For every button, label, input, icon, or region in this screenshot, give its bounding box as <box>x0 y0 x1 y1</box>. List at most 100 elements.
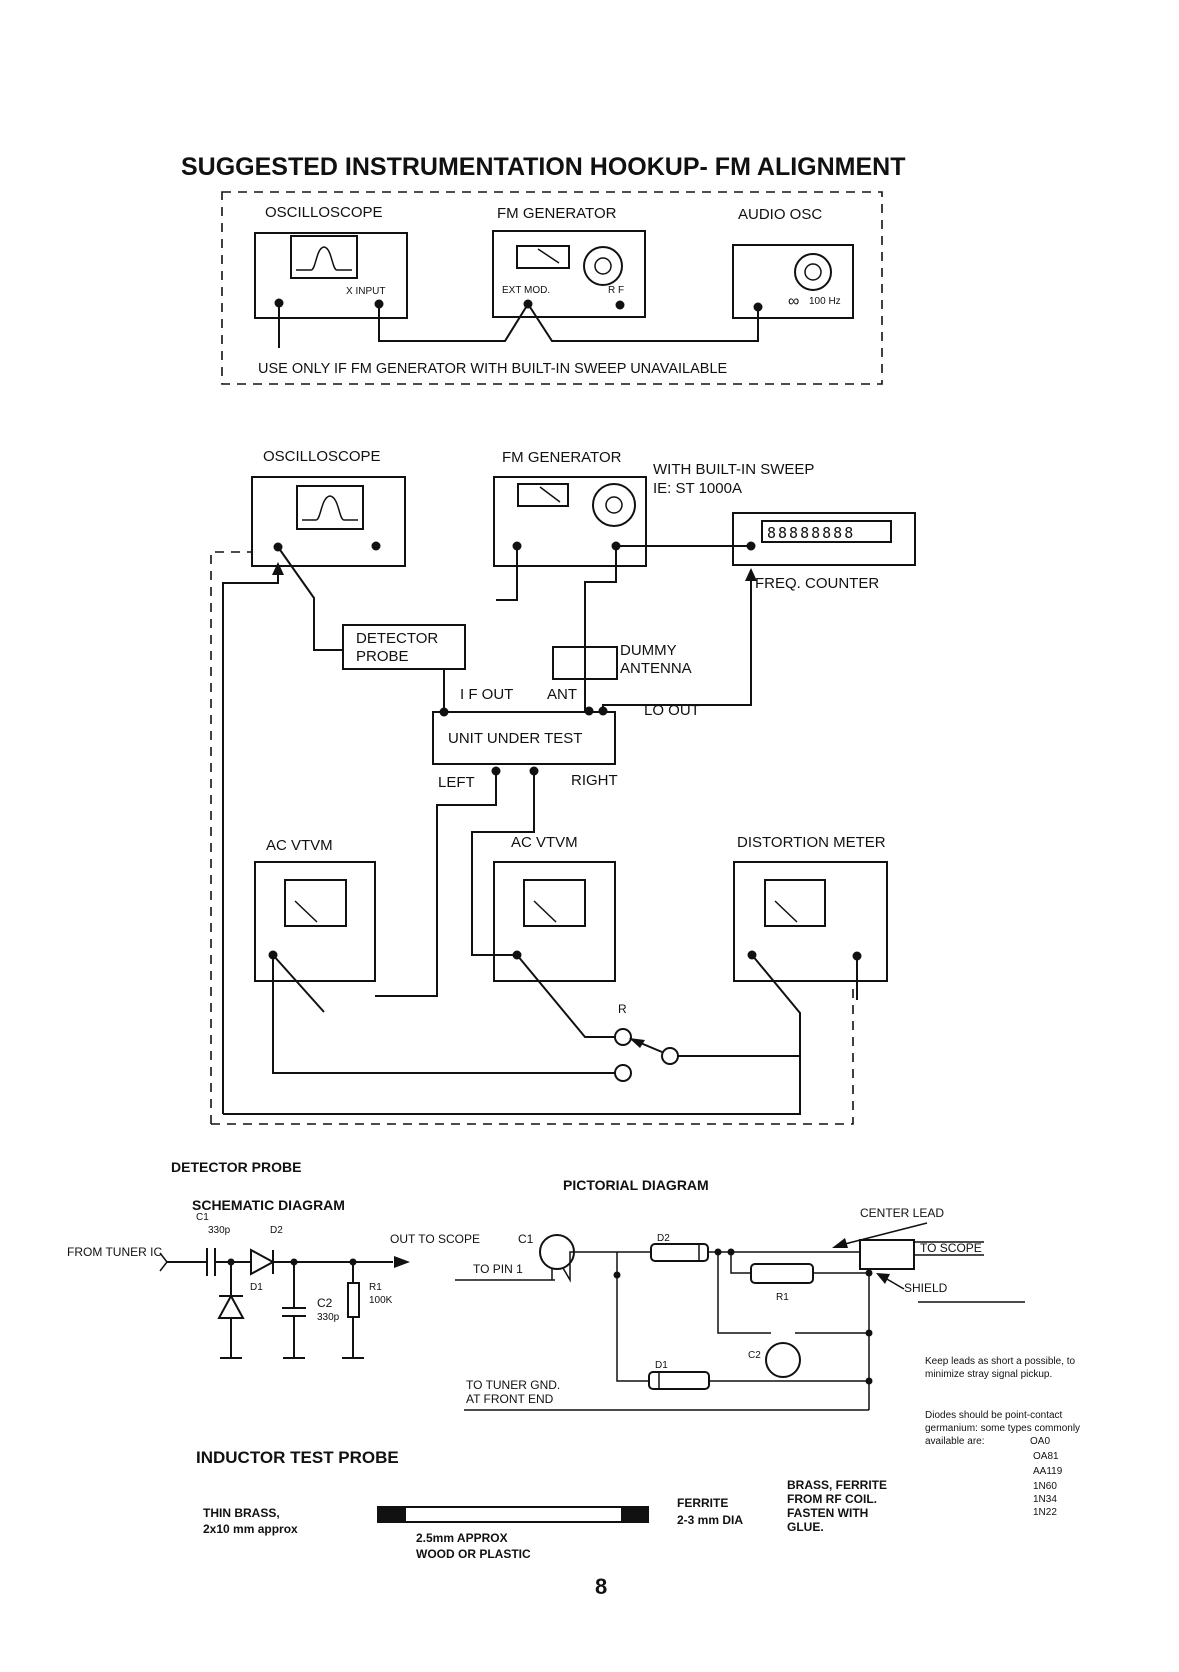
brass-label-1: THIN BRASS, <box>203 1506 280 1520</box>
fm-meter <box>517 483 569 507</box>
schematic-r1-value: 100K <box>369 1295 393 1306</box>
top-infinity-icon: ∞ <box>788 293 799 310</box>
switch-contact-a <box>614 1028 632 1046</box>
diode-type-1: OA0 <box>1030 1436 1050 1447</box>
schematic-c1-label: C1 <box>196 1212 209 1223</box>
diodes-note-3: available are: <box>925 1436 984 1447</box>
brass-label-2: 2x10 mm approx <box>203 1522 298 1536</box>
pict-c2-label: C2 <box>748 1350 761 1361</box>
pict-c1-label: C1 <box>518 1232 534 1246</box>
pict-c2-disc <box>765 1342 801 1378</box>
diode-type-3: AA119 <box>1033 1466 1063 1477</box>
diodes-note-2: germanium: some types commonly <box>925 1423 1080 1434</box>
fm-dial-icon <box>592 483 636 527</box>
top-hz-label: 100 Hz <box>809 296 841 307</box>
sweep-note-2: IE: ST 1000A <box>653 480 742 497</box>
keep-leads-note-1: Keep leads as short a possible, to <box>925 1356 1076 1367</box>
top-audio-osc-label: AUDIO OSC <box>738 206 822 223</box>
fasten-label-3: FASTEN WITH <box>787 1506 868 1520</box>
top-audio-osc-box <box>732 244 854 319</box>
main-hookup: OSCILLOSCOPE FM GENERATOR WITH BUILT-IN … <box>210 448 916 1125</box>
ferrite-label-1: FERRITE <box>677 1496 728 1510</box>
wood-label-2: WOOD OR PLASTIC <box>416 1547 531 1561</box>
diode-type-6: 1N22 <box>1033 1507 1057 1518</box>
oscilloscope-label: OSCILLOSCOPE <box>263 448 381 465</box>
center-lead-label: CENTER LEAD <box>860 1206 944 1220</box>
inductor-test-probe: INDUCTOR TEST PROBE THIN BRASS, 2x10 mm … <box>196 1448 887 1561</box>
pict-to-pin1-label: TO PIN 1 <box>473 1262 523 1276</box>
fasten-label-1: BRASS, FERRITE <box>787 1478 887 1492</box>
ac-vtvm-left-meter <box>284 879 347 927</box>
detector-probe-label-1: DETECTOR <box>356 630 438 647</box>
page-number: 8 <box>595 1574 607 1599</box>
freq-counter-display <box>761 520 892 543</box>
switch-contact-b <box>614 1064 632 1082</box>
schematic-c1-value: 330p <box>208 1225 231 1236</box>
ferrite-label-2: 2-3 mm DIA <box>677 1513 743 1527</box>
freq-counter-label: FREQ. COUNTER <box>755 575 879 592</box>
diodes-note-1: Diodes should be point-contact <box>925 1410 1063 1421</box>
schematic-c2-value: 330p <box>317 1312 340 1323</box>
scope-waveform <box>302 495 358 521</box>
pict-d1-label: D1 <box>655 1360 668 1371</box>
if-out-label: I F OUT <box>460 686 513 703</box>
ant-label: ANT <box>547 686 577 703</box>
detector-probe-box <box>342 624 466 670</box>
pictorial-heading: PICTORIAL DIAGRAM <box>563 1177 709 1193</box>
pict-d2-label: D2 <box>657 1233 670 1244</box>
detector-probe-heading: DETECTOR PROBE <box>171 1159 301 1175</box>
switch-common <box>661 1047 679 1065</box>
inductor-heading: INDUCTOR TEST PROBE <box>196 1448 399 1467</box>
unit-under-test-label: UNIT UNDER TEST <box>448 730 582 747</box>
pictorial-diagram: PICTORIAL DIAGRAM C1 TO PIN 1 D2 CENTER … <box>455 1177 1025 1411</box>
fasten-label-4: GLUE. <box>787 1520 824 1534</box>
schematic-d1-label: D1 <box>250 1282 263 1293</box>
diode-type-5: 1N34 <box>1033 1494 1057 1505</box>
page-title: SUGGESTED INSTRUMENTATION HOOKUP- FM ALI… <box>181 153 906 181</box>
schematic-heading: SCHEMATIC DIAGRAM <box>192 1197 345 1213</box>
pict-r1-label: R1 <box>776 1292 789 1303</box>
shield-label: SHIELD <box>904 1281 948 1295</box>
lo-out-label: LO OUT <box>644 702 700 719</box>
top-ext-mod-label: EXT MOD. <box>502 285 550 296</box>
fasten-label-2: FROM RF COIL. <box>787 1492 877 1506</box>
top-panel-note: USE ONLY IF FM GENERATOR WITH BUILT-IN S… <box>258 361 728 377</box>
probe-rod <box>377 1506 649 1523</box>
pict-r1-body <box>750 1263 814 1284</box>
notes: Keep leads as short a possible, to minim… <box>925 1356 1080 1518</box>
right-label: RIGHT <box>571 772 618 789</box>
distortion-meter-screen <box>764 879 826 927</box>
schematic-d2-label: D2 <box>270 1225 283 1236</box>
ac-vtvm-right-label: AC VTVM <box>511 834 578 851</box>
top-fm-dial-icon <box>583 246 623 286</box>
top-rf-label: R F <box>608 285 624 296</box>
top-scope-screen <box>290 235 358 279</box>
switch-r-label: R <box>618 1002 627 1016</box>
diode-type-2: OA81 <box>1033 1451 1059 1462</box>
schematic-r1-label: R1 <box>369 1282 382 1293</box>
detector-probe-label-2: PROBE <box>356 648 409 665</box>
left-label: LEFT <box>438 774 475 791</box>
from-tuner-label: FROM TUNER IC <box>67 1245 162 1259</box>
to-scope-label: TO SCOPE <box>920 1241 982 1255</box>
pict-gnd-label-1: TO TUNER GND. <box>466 1378 560 1392</box>
schematic-c2-label: C2 <box>317 1296 333 1310</box>
optional-sweep-panel: OSCILLOSCOPE FM GENERATOR AUDIO OSC X IN… <box>221 191 883 385</box>
distortion-meter-label: DISTORTION METER <box>737 834 886 851</box>
freq-counter-digits: 88888888 <box>767 524 855 542</box>
ac-vtvm-left-label: AC VTVM <box>266 837 333 854</box>
wood-label-1: 2.5mm APPROX <box>416 1531 508 1545</box>
pict-gnd-label-2: AT FRONT END <box>466 1392 554 1406</box>
dummy-antenna-label-2: ANTENNA <box>620 660 692 677</box>
pict-d1-body <box>648 1371 710 1390</box>
sweep-note-1: WITH BUILT-IN SWEEP <box>653 461 814 478</box>
pict-c1-disc <box>539 1234 575 1270</box>
probe-brass-tip <box>378 1507 406 1522</box>
fm-generator-label: FM GENERATOR <box>502 449 622 466</box>
diode-type-4: 1N60 <box>1033 1481 1057 1492</box>
dummy-antenna-label-1: DUMMY <box>620 642 677 659</box>
detector-probe-schematic: DETECTOR PROBE SCHEMATIC DIAGRAM C1 330p… <box>67 1159 480 1359</box>
top-scope-waveform <box>296 246 352 271</box>
top-oscilloscope-label: OSCILLOSCOPE <box>265 204 383 221</box>
